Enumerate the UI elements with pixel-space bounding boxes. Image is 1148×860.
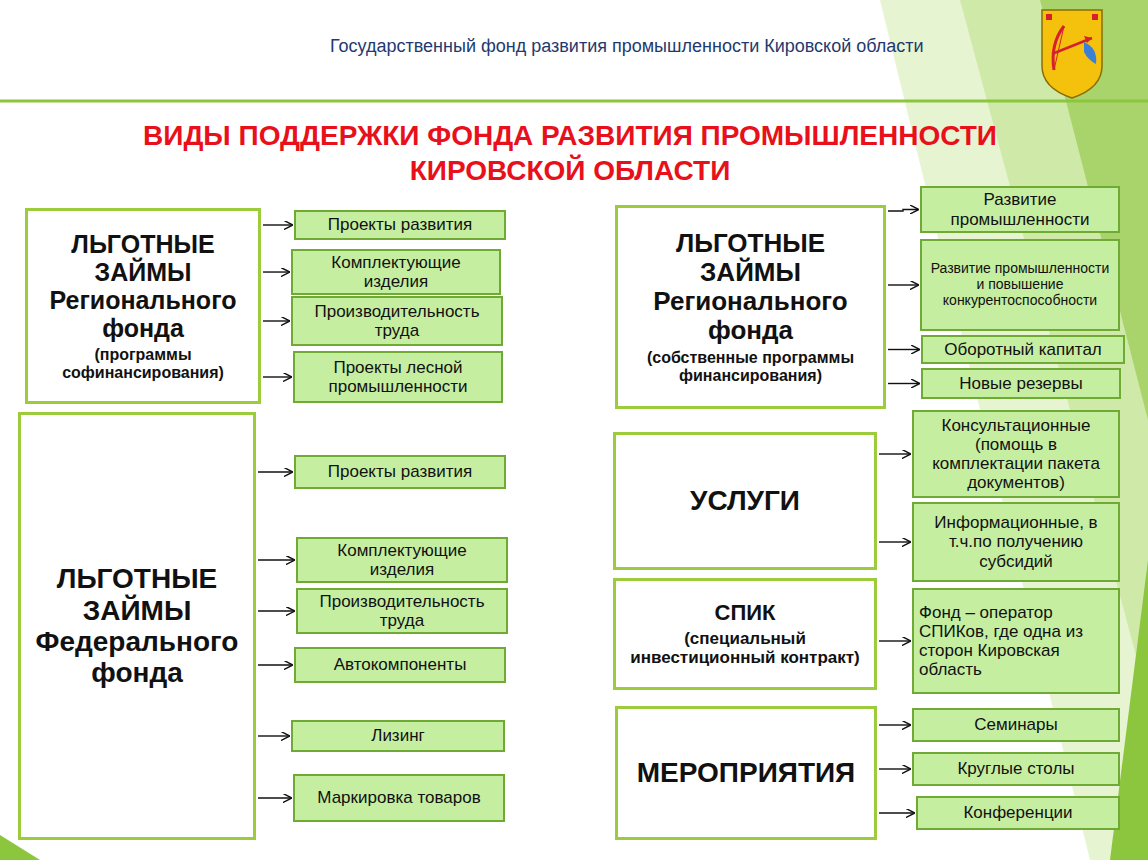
item-box: Комплектующие изделия — [291, 249, 501, 295]
item-box: Круглые столы — [912, 752, 1120, 786]
arrow-connector — [888, 349, 919, 350]
arrow-connector — [258, 559, 294, 560]
item-text: Круглые столы — [957, 759, 1074, 778]
item-text: Проекты лесной промышленности — [300, 358, 496, 396]
item-box: Автокомпоненты — [294, 647, 506, 683]
arrow-connector — [263, 271, 289, 272]
item-text: Оборотный капитал — [944, 340, 1102, 359]
box-subheading: (специальный инвестиционный контракт) — [622, 629, 868, 667]
item-box: Проекты лесной промышленности — [293, 351, 503, 403]
box-heading: ЛЬГОТНЫЕ ЗАЙМЫ Регионального фонда — [34, 230, 252, 342]
arrow-connector — [879, 453, 910, 454]
item-box: Производительность труда — [291, 296, 503, 346]
category-box: ЛЬГОТНЫЕ ЗАЙМЫ Регионального фонда (прогр… — [25, 208, 261, 404]
arrow-connector — [879, 768, 910, 769]
item-box: Проекты развития — [294, 210, 506, 240]
item-box: Семинары — [912, 708, 1120, 742]
arrow-connector — [888, 284, 918, 285]
item-box: Развитие промышленности — [920, 186, 1120, 233]
box-heading: СПИК — [715, 601, 776, 626]
item-text: Конференции — [963, 803, 1072, 822]
item-box: Информационные, в т.ч.по получению субси… — [912, 502, 1120, 582]
box-subheading: (собственные программы финансирования) — [624, 349, 877, 385]
item-text: Развитие промышленности и повышение конк… — [927, 261, 1113, 308]
item-box: Проекты развития — [294, 455, 506, 489]
item-text: Консультационные (помощь в комплектации … — [919, 416, 1113, 492]
box-heading: ЛЬГОТНЫЕ ЗАЙМЫ Регионального фонда — [624, 229, 877, 345]
arrow-connector — [888, 210, 918, 212]
arrow-connector — [258, 664, 292, 665]
item-text: Фонд – оператор СПИКов, где одна из стор… — [919, 603, 1113, 679]
arrow-connector — [879, 812, 914, 813]
box-heading: МЕРОПРИЯТИЯ — [637, 757, 856, 788]
arrow-connector — [258, 471, 292, 472]
item-text: Проекты развития — [328, 462, 472, 481]
item-text: Производительность труда — [298, 302, 496, 340]
item-box: Комплектующие изделия — [296, 537, 508, 583]
arrow-connector — [888, 383, 919, 384]
item-text: Автокомпоненты — [334, 655, 467, 674]
arrow-connector — [879, 541, 910, 542]
item-text: Развитие промышленности — [927, 190, 1113, 228]
item-text: Проекты развития — [328, 215, 472, 234]
arrow-connector — [879, 724, 910, 725]
item-text: Новые резервы — [959, 374, 1082, 393]
item-box: Развитие промышленности и повышение конк… — [920, 239, 1120, 331]
category-box: МЕРОПРИЯТИЯ — [615, 706, 877, 840]
item-box: Лизинг — [291, 720, 505, 752]
item-box: Новые резервы — [921, 368, 1121, 399]
item-box: Оборотный капитал — [921, 335, 1125, 364]
item-text: Комплектующие изделия — [303, 541, 501, 579]
item-text: Информационные, в т.ч.по получению субси… — [919, 513, 1113, 570]
item-text: Производительность труда — [303, 592, 501, 630]
box-subheading: (программы софинансирования) — [34, 346, 252, 382]
arrow-connector — [258, 610, 294, 611]
arrow-connector — [263, 320, 289, 321]
category-box: ЛЬГОТНЫЕ ЗАЙМЫ Федерального фонда — [18, 412, 256, 840]
item-box: Консультационные (помощь в комплектации … — [912, 410, 1120, 498]
item-box: Маркировка товаров — [293, 774, 505, 822]
item-box: Производительность труда — [296, 588, 508, 634]
item-text: Комплектующие изделия — [298, 253, 494, 291]
item-text: Лизинг — [371, 726, 425, 745]
item-box: Конференции — [916, 796, 1120, 830]
arrow-connector — [263, 376, 291, 377]
item-text: Семинары — [974, 715, 1057, 734]
category-box: УСЛУГИ — [613, 432, 877, 570]
box-heading: ЛЬГОТНЫЕ ЗАЙМЫ Федерального фонда — [27, 563, 247, 688]
category-box: СПИК (специальный инвестиционный контракт… — [613, 578, 877, 690]
item-text: Маркировка товаров — [317, 788, 480, 807]
slide-title: ВИДЫ ПОДДЕРЖКИ ФОНДА РАЗВИТИЯ ПРОМЫШЛЕНН… — [70, 118, 1070, 188]
item-box: Фонд – оператор СПИКов, где одна из стор… — [912, 588, 1120, 694]
arrow-connector — [258, 735, 289, 736]
box-heading: УСЛУГИ — [690, 485, 800, 516]
arrow-connector — [879, 640, 910, 641]
coat-of-arms — [1042, 10, 1102, 98]
arrow-connector — [258, 797, 291, 798]
header-label: Государственный фонд развития промышленн… — [330, 36, 1010, 56]
arrow-connector — [263, 224, 292, 225]
header-rule — [0, 100, 1148, 103]
category-box: ЛЬГОТНЫЕ ЗАЙМЫ Регионального фонда (собст… — [615, 205, 886, 409]
